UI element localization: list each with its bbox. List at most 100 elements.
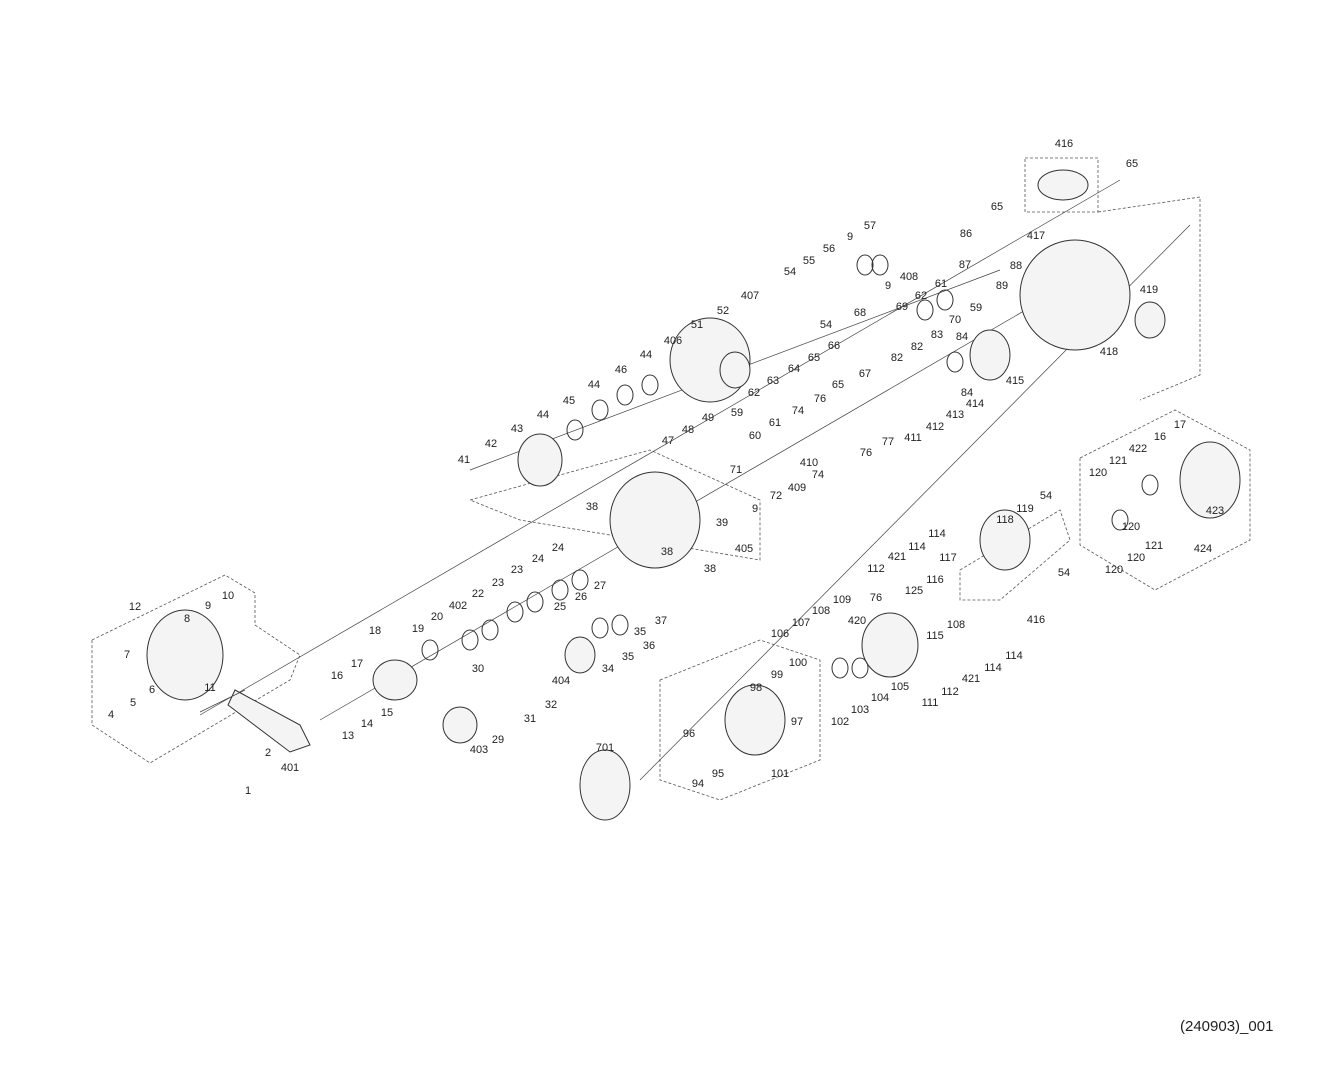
part-label-66[interactable]: 66 — [827, 340, 841, 352]
part-label-24[interactable]: 24 — [531, 553, 545, 565]
part-label-44[interactable]: 44 — [587, 379, 601, 391]
part-label-63[interactable]: 63 — [766, 375, 780, 387]
part-label-407[interactable]: 407 — [740, 290, 760, 302]
part-label-7[interactable]: 7 — [123, 649, 131, 661]
part-label-9[interactable]: 9 — [884, 280, 892, 292]
part-label-23[interactable]: 23 — [510, 564, 524, 576]
part-label-401[interactable]: 401 — [280, 762, 300, 774]
part-label-77[interactable]: 77 — [881, 436, 895, 448]
part-label-29[interactable]: 29 — [491, 734, 505, 746]
part-label-61[interactable]: 61 — [768, 417, 782, 429]
part-label-42[interactable]: 42 — [484, 438, 498, 450]
part-label-34[interactable]: 34 — [601, 663, 615, 675]
part-label-404[interactable]: 404 — [551, 675, 571, 687]
part-label-108[interactable]: 108 — [946, 619, 966, 631]
part-label-19[interactable]: 19 — [411, 623, 425, 635]
part-label-418[interactable]: 418 — [1099, 346, 1119, 358]
part-label-17[interactable]: 17 — [1173, 419, 1187, 431]
part-label-121[interactable]: 121 — [1108, 455, 1128, 467]
part-label-64[interactable]: 64 — [787, 363, 801, 375]
part-label-95[interactable]: 95 — [711, 768, 725, 780]
part-label-18[interactable]: 18 — [368, 625, 382, 637]
part-label-421[interactable]: 421 — [887, 551, 907, 563]
part-label-701[interactable]: 701 — [595, 742, 615, 754]
part-label-422[interactable]: 422 — [1128, 443, 1148, 455]
part-label-56[interactable]: 56 — [822, 243, 836, 255]
part-label-54[interactable]: 54 — [1039, 490, 1053, 502]
part-label-62[interactable]: 62 — [747, 387, 761, 399]
part-label-74[interactable]: 74 — [791, 405, 805, 417]
part-label-83[interactable]: 83 — [930, 329, 944, 341]
part-label-31[interactable]: 31 — [523, 713, 537, 725]
part-label-16[interactable]: 16 — [330, 670, 344, 682]
part-label-102[interactable]: 102 — [830, 716, 850, 728]
part-label-43[interactable]: 43 — [510, 423, 524, 435]
part-label-105[interactable]: 105 — [890, 681, 910, 693]
part-label-403[interactable]: 403 — [469, 744, 489, 756]
part-label-76[interactable]: 76 — [869, 592, 883, 604]
part-label-38[interactable]: 38 — [585, 501, 599, 513]
part-label-67[interactable]: 67 — [858, 368, 872, 380]
part-label-15[interactable]: 15 — [380, 707, 394, 719]
part-label-405[interactable]: 405 — [734, 543, 754, 555]
part-label-38[interactable]: 38 — [660, 546, 674, 558]
part-label-65[interactable]: 65 — [1125, 158, 1139, 170]
part-label-120[interactable]: 120 — [1121, 521, 1141, 533]
part-label-60[interactable]: 60 — [748, 430, 762, 442]
part-label-423[interactable]: 423 — [1205, 505, 1225, 517]
part-label-412[interactable]: 412 — [925, 421, 945, 433]
part-label-119[interactable]: 119 — [1016, 503, 1034, 515]
part-label-59[interactable]: 59 — [969, 302, 983, 314]
part-label-37[interactable]: 37 — [654, 615, 668, 627]
part-label-120[interactable]: 120 — [1088, 467, 1108, 479]
part-label-69[interactable]: 69 — [895, 301, 909, 313]
part-label-417[interactable]: 417 — [1026, 230, 1046, 242]
part-label-106[interactable]: 106 — [770, 628, 790, 640]
part-label-39[interactable]: 39 — [715, 517, 729, 529]
part-label-10[interactable]: 10 — [221, 590, 235, 602]
part-label-22[interactable]: 22 — [471, 588, 485, 600]
part-label-5[interactable]: 5 — [129, 697, 137, 709]
part-label-30[interactable]: 30 — [471, 663, 485, 675]
part-label-9[interactable]: 9 — [846, 231, 854, 243]
part-label-107[interactable]: 107 — [791, 617, 811, 629]
part-label-24[interactable]: 24 — [551, 542, 565, 554]
part-label-87[interactable]: 87 — [958, 259, 972, 271]
part-label-97[interactable]: 97 — [790, 716, 804, 728]
part-label-82[interactable]: 82 — [890, 352, 904, 364]
part-label-406[interactable]: 406 — [663, 335, 683, 347]
part-label-96[interactable]: 96 — [682, 728, 696, 740]
part-label-120[interactable]: 120 — [1126, 552, 1146, 564]
part-label-36[interactable]: 36 — [642, 640, 656, 652]
part-label-424[interactable]: 424 — [1193, 543, 1213, 555]
part-label-114[interactable]: 114 — [908, 541, 926, 553]
part-label-117[interactable]: 117 — [939, 552, 957, 564]
part-label-61[interactable]: 61 — [934, 278, 948, 290]
part-label-114[interactable]: 114 — [984, 662, 1002, 674]
part-label-11[interactable]: 11 — [204, 682, 216, 694]
part-label-416[interactable]: 416 — [1054, 138, 1074, 150]
part-label-1[interactable]: 1 — [244, 785, 252, 797]
part-label-116[interactable]: 116 — [926, 574, 944, 586]
part-label-6[interactable]: 6 — [148, 684, 156, 696]
part-label-108[interactable]: 108 — [811, 605, 831, 617]
part-label-17[interactable]: 17 — [350, 658, 364, 670]
part-label-49[interactable]: 49 — [701, 412, 715, 424]
part-label-14[interactable]: 14 — [360, 718, 374, 730]
part-label-100[interactable]: 100 — [788, 657, 808, 669]
part-label-2[interactable]: 2 — [264, 747, 272, 759]
part-label-413[interactable]: 413 — [945, 409, 965, 421]
part-label-27[interactable]: 27 — [593, 580, 607, 592]
part-label-101[interactable]: 101 — [770, 768, 790, 780]
part-label-98[interactable]: 98 — [749, 682, 763, 694]
part-label-51[interactable]: 51 — [690, 319, 704, 331]
part-label-65[interactable]: 65 — [807, 352, 821, 364]
part-label-414[interactable]: 414 — [965, 398, 985, 410]
part-label-65[interactable]: 65 — [990, 201, 1004, 213]
part-label-8[interactable]: 8 — [183, 613, 191, 625]
part-label-44[interactable]: 44 — [639, 349, 653, 361]
part-label-57[interactable]: 57 — [863, 220, 877, 232]
part-label-76[interactable]: 76 — [859, 447, 873, 459]
part-label-44[interactable]: 44 — [536, 409, 550, 421]
part-label-408[interactable]: 408 — [899, 271, 919, 283]
